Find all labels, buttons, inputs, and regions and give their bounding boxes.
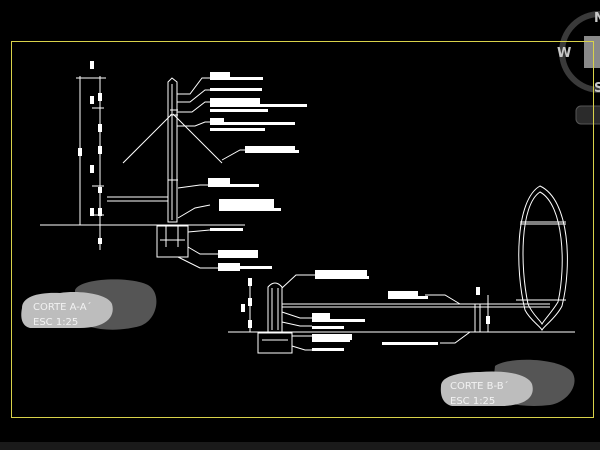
wcs-menu-button[interactable] xyxy=(575,105,600,125)
cable-right xyxy=(172,113,223,164)
viewcube-face[interactable] xyxy=(584,36,600,68)
section-a-drawing xyxy=(40,76,245,269)
section-a-annotations xyxy=(78,61,307,271)
viewcube-compass[interactable]: N W S xyxy=(557,11,600,125)
post-outline xyxy=(167,77,178,223)
section-b-annotations xyxy=(241,270,490,351)
cable-left xyxy=(122,113,173,164)
section-a-label: CORTE A-A´ ESC 1:25 xyxy=(21,279,157,330)
section-b-label: CORTE B-B´ ESC 1:25 xyxy=(440,359,575,407)
capsule-outline xyxy=(518,185,568,332)
post-b-outline xyxy=(267,282,283,332)
section-b-scale: ESC 1:25 xyxy=(450,396,495,407)
section-b-title: CORTE B-B´ xyxy=(450,380,509,392)
section-a-scale: ESC 1:25 xyxy=(33,317,78,328)
section-a-title: CORTE A-A´ xyxy=(33,301,92,313)
compass-north-label: N xyxy=(594,11,600,26)
sheet-border xyxy=(11,41,594,418)
compass-ring xyxy=(559,11,600,93)
compass-south-label: S xyxy=(594,81,600,96)
footing xyxy=(156,225,189,258)
section-b-drawing xyxy=(228,185,575,354)
compass-west-label: W xyxy=(557,46,571,61)
layout-tab-strip[interactable] xyxy=(0,442,600,450)
